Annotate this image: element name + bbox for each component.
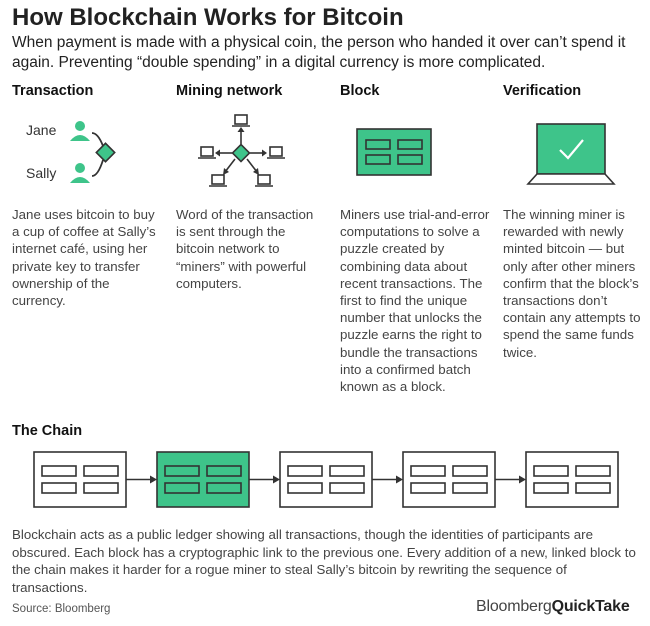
chain-block-4-cell-4 [452, 482, 488, 494]
chain-arrowhead-3 [396, 475, 403, 484]
chain-block-3-cell-4 [329, 482, 365, 494]
chain-block-2-cell-2 [206, 465, 242, 477]
logo-part-bloomberg: Bloomberg [476, 598, 552, 615]
chain-block-1-cell-3 [41, 482, 77, 494]
chain-block-5 [525, 451, 619, 508]
chain-description: Blockchain acts as a public ledger showi… [12, 527, 636, 595]
chain-block-4-cell-1 [410, 465, 446, 477]
mining-network-title: Mining network [176, 83, 283, 99]
transaction-icon [70, 121, 116, 183]
block-title: Block [340, 83, 380, 99]
chain-arrowhead-1 [150, 475, 157, 484]
chain-block-3 [279, 451, 373, 508]
transaction-diamond-icon [95, 142, 116, 163]
sally-label: Sally [26, 165, 57, 181]
chain-block-3-cell-1 [287, 465, 323, 477]
verification-laptop-icon [526, 123, 616, 185]
bloomberg-quicktake-logo: BloombergQuickTake [476, 598, 630, 616]
chain-block-1-cell-2 [83, 465, 119, 477]
chain-block-5-cell-2 [575, 465, 611, 477]
chain-block-4-cell-3 [410, 482, 446, 494]
verification-title: Verification [503, 83, 582, 99]
source-note: Source: Bloomberg [12, 603, 111, 615]
subtitle: When payment is made with a physical coi… [12, 34, 626, 71]
chain-block-2-cell-3 [164, 482, 200, 494]
chain-block-4 [402, 451, 496, 508]
chain-title: The Chain [12, 423, 83, 439]
transaction-title: Transaction [12, 83, 94, 99]
chain-block-2-cell-1 [164, 465, 200, 477]
transaction-connector [91, 132, 104, 177]
transaction-description: Jane uses bitcoin to buy a cup of coffee… [12, 207, 156, 309]
chain-arrowhead-2 [273, 475, 280, 484]
chain-block-5-cell-4 [575, 482, 611, 494]
page-title: How Blockchain Works for Bitcoin [12, 4, 404, 31]
chain-block-1 [33, 451, 127, 508]
mining-network-description: Word of the transaction is sent through … [176, 207, 314, 291]
chain-block-4-cell-2 [452, 465, 488, 477]
chain-block-2 [156, 451, 250, 508]
sally-person-icon [70, 163, 90, 183]
chain-block-3-cell-2 [329, 465, 365, 477]
jane-person-icon [70, 121, 90, 141]
jane-label: Jane [26, 122, 57, 138]
chain-block-5-cell-1 [533, 465, 569, 477]
chain-diagram [33, 451, 619, 508]
chain-arrowhead-4 [519, 475, 526, 484]
logo-part-quicktake: QuickTake [551, 598, 630, 615]
chain-block-1-cell-4 [83, 482, 119, 494]
verification-description: The winning miner is rewarded with newly… [503, 207, 641, 360]
chain-block-5-cell-3 [533, 482, 569, 494]
chain-block-2-cell-4 [206, 482, 242, 494]
block-icon [356, 128, 432, 176]
chain-block-3-cell-3 [287, 482, 323, 494]
mining-network-icon [198, 114, 285, 187]
chain-block-1-cell-1 [41, 465, 77, 477]
block-description: Miners use trial-and-error computations … [340, 207, 490, 395]
checkmark-icon [559, 139, 584, 160]
